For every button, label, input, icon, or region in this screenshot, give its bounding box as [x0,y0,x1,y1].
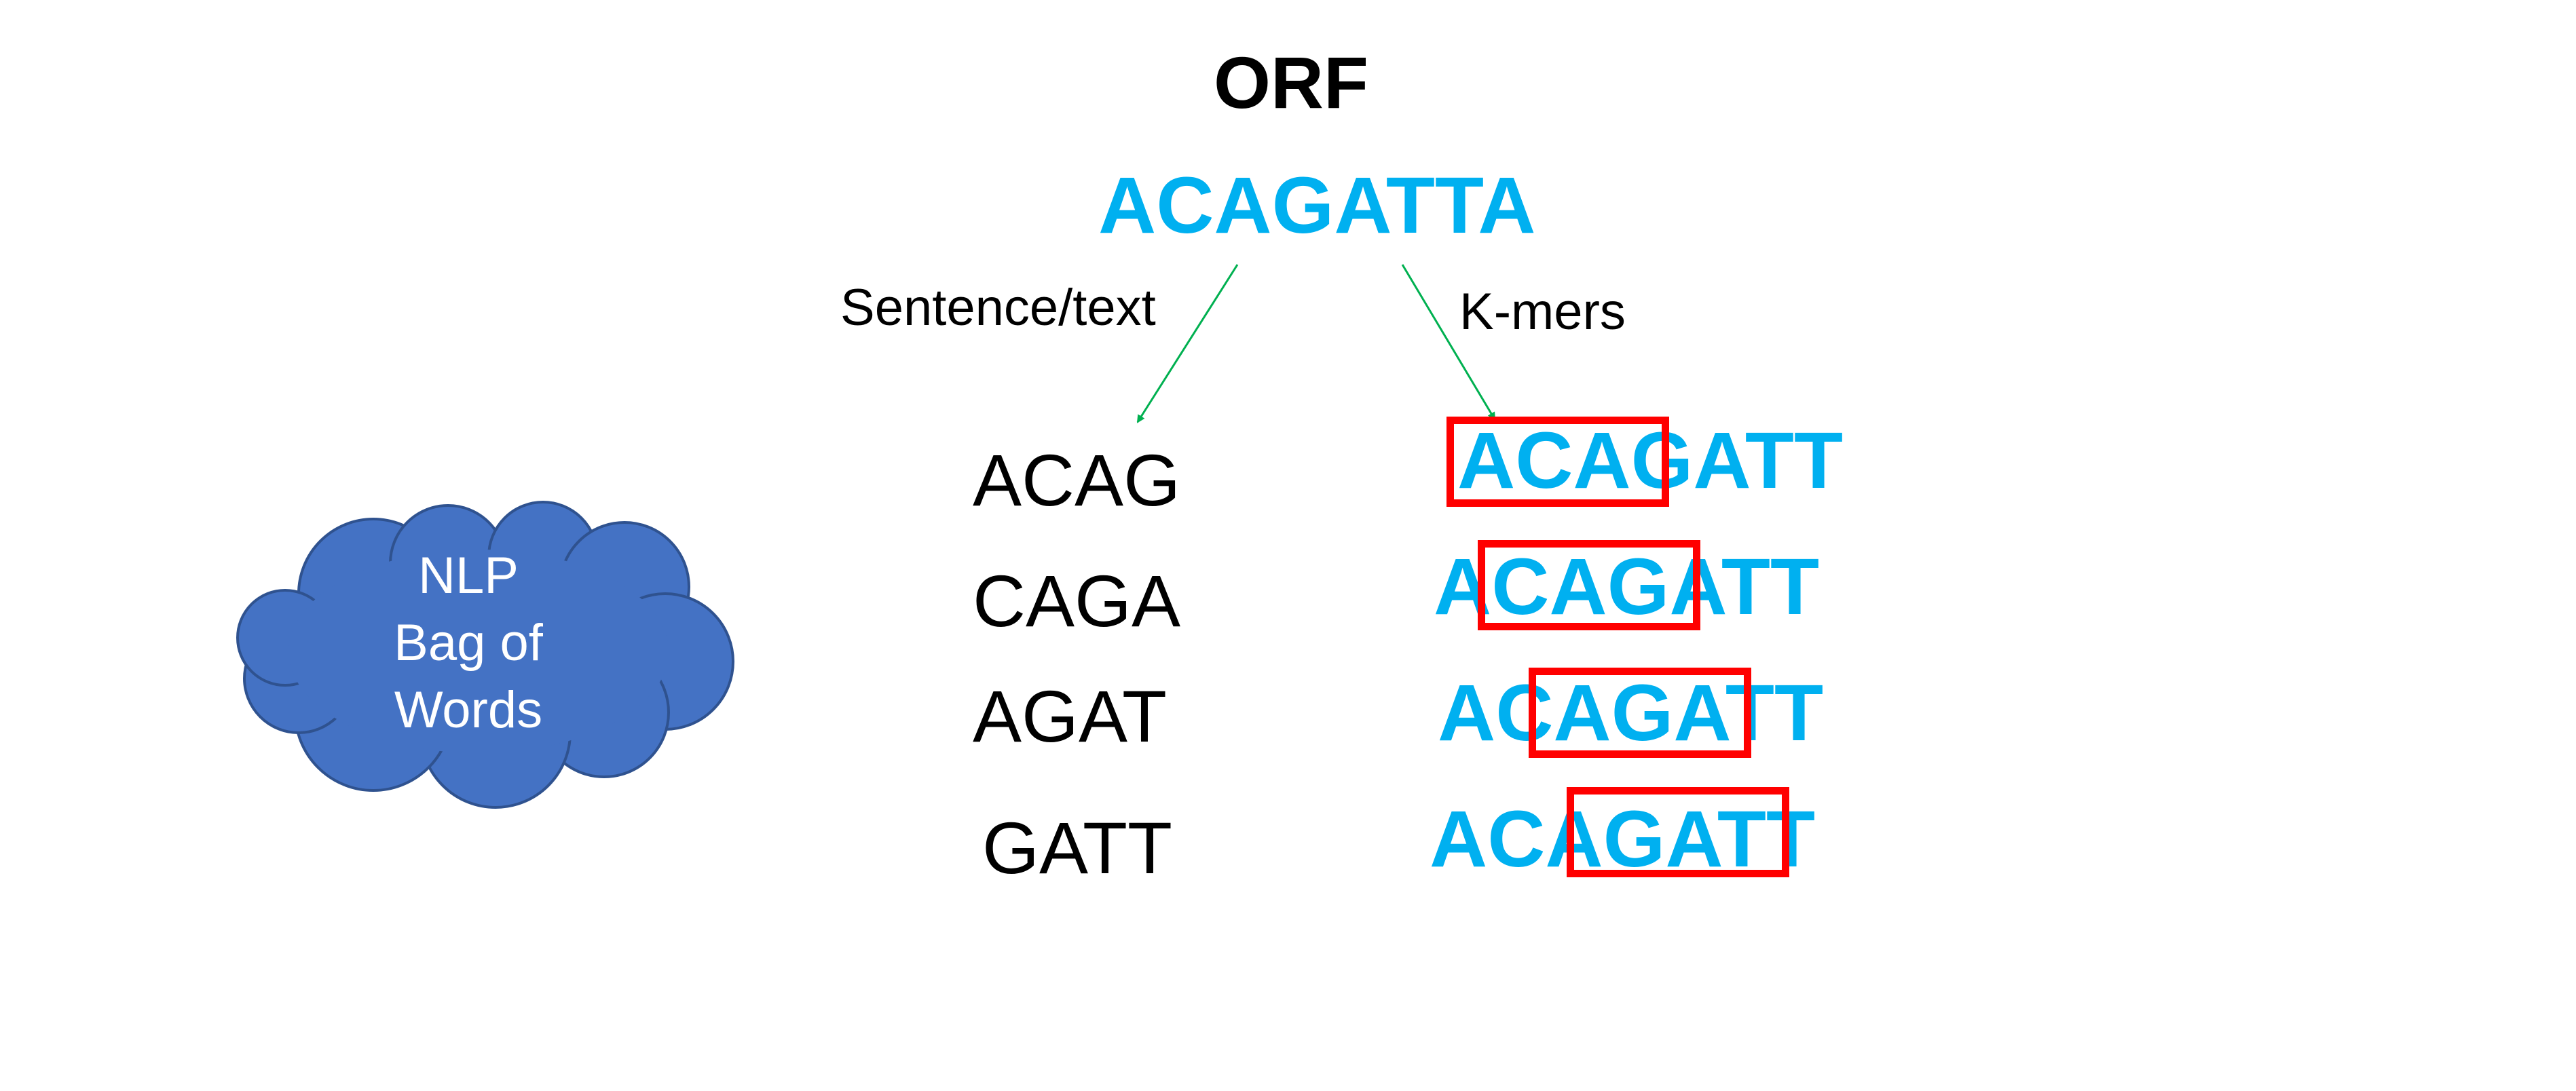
orf-sequence: ACAGATTA [1098,161,1536,250]
kmer-highlight-box [1478,540,1700,630]
word-item: AGAT [973,675,1168,757]
sentence-text-label: Sentence/text [840,279,1156,337]
kmers-label: K-mers [1459,283,1626,341]
kmer-highlight-box [1446,417,1669,507]
word-item: CAGA [973,560,1181,642]
cloud-label: NLP Bag of Words [353,543,584,744]
kmer-highlight-box [1567,787,1789,877]
cloud-shape [236,501,734,809]
cloud-line: NLP [418,547,519,605]
arrow-to-kmers [1401,264,1496,421]
cloud-line: Bag of [394,613,543,672]
page-title: ORF [1214,41,1368,123]
word-item: GATT [982,807,1172,889]
kmer-highlight-box [1529,668,1751,758]
kmer-sequence: ACAGATT [1457,416,1844,505]
kmer-sequence: ACAGATT [1430,795,1816,884]
arrow-to-sentence [1136,264,1239,423]
kmer-sequence: ACAGATT [1434,542,1820,632]
cloud-line: Words [394,681,543,739]
word-item: ACAG [973,439,1181,521]
kmer-sequence: ACAGATT [1438,668,1824,758]
